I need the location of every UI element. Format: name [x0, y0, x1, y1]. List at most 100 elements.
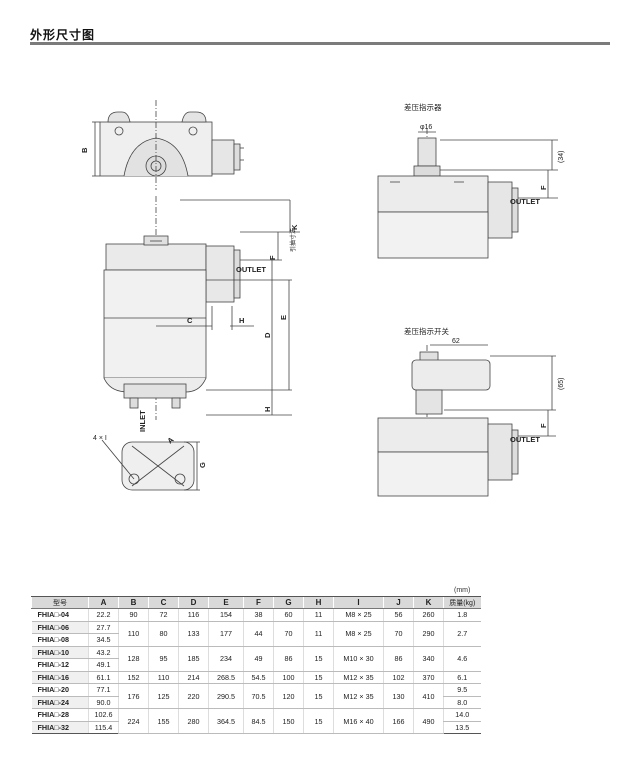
header-f: F — [243, 596, 274, 609]
table-row: FHIA□-12 49.1 — [31, 658, 481, 672]
label-bolt-i: 4 × I — [93, 435, 107, 442]
cell-j: 56 — [383, 608, 414, 622]
cell-c: 95 — [148, 646, 179, 672]
cell-f: 49 — [243, 646, 274, 672]
dimension-table: 型号 A B C D E F G H I J K 质量(kg) FHIA□-04… — [31, 596, 481, 734]
header-e: E — [208, 596, 244, 609]
cell-model: FHIA□-12 — [31, 658, 89, 672]
cell-h: 15 — [303, 671, 334, 684]
cell-mass: 2.7 — [443, 621, 481, 647]
cell-c: 72 — [148, 608, 179, 622]
table-row: FHIA□-28 102.6 224 155 280 364.5 84.5 15… — [31, 708, 481, 734]
cell-b: 110 — [118, 621, 149, 647]
cell-mass: 8.0 — [443, 696, 481, 709]
header-d: D — [178, 596, 209, 609]
cell-mass: 6.1 — [443, 671, 481, 684]
cell-b: 90 — [118, 608, 149, 622]
cell-a: 43.2 — [88, 646, 119, 659]
header-a: A — [88, 596, 119, 609]
cell-j: 102 — [383, 671, 414, 684]
cell-a: 61.1 — [88, 671, 119, 684]
cell-k: 260 — [413, 608, 444, 622]
label-k: K — [290, 224, 299, 230]
cell-b: 176 — [118, 683, 149, 709]
label-h-side: H — [239, 316, 244, 325]
cell-g: 60 — [273, 608, 304, 622]
page-title: 外形尺寸图 — [30, 28, 96, 42]
cell-d: 214 — [178, 671, 209, 684]
label-dim62: 62 — [452, 338, 460, 345]
cell-d: 220 — [178, 683, 209, 709]
cell-e: 177 — [208, 621, 244, 647]
cell-a: 115.4 — [88, 721, 119, 734]
cell-h: 11 — [303, 608, 334, 622]
cell-h: 11 — [303, 621, 334, 647]
cell-c: 110 — [148, 671, 179, 684]
cell-i: M8 × 25 — [333, 621, 384, 647]
cell-mass: 1.8 — [443, 608, 481, 622]
header-model: 型号 — [31, 596, 89, 609]
cell-d: 280 — [178, 708, 209, 734]
table-row: FHIA□-06 27.7 110 80 133 177 44 70 11 M8… — [31, 621, 481, 647]
label-f-indicator: F — [539, 185, 548, 190]
cell-g: 86 — [273, 646, 304, 672]
cell-a: 102.6 — [88, 708, 119, 722]
header-mass: 质量(kg) — [443, 596, 481, 609]
cell-g: 150 — [273, 708, 304, 734]
cell-mass: 13.5 — [443, 721, 481, 734]
cell-f: 38 — [243, 608, 274, 622]
dimension-drawings: B K F OUTLET E D C H H INLET G A F OUTLE… — [80, 100, 565, 497]
cell-i: M10 × 30 — [333, 646, 384, 672]
cell-a: 27.7 — [88, 621, 119, 634]
cell-a: 49.1 — [88, 658, 119, 672]
cell-e: 364.5 — [208, 708, 244, 734]
cell-h: 15 — [303, 683, 334, 709]
front-view — [103, 196, 300, 420]
table-row: FHIA□-04 22.2 90 72 116 154 38 60 11 M8 … — [31, 608, 481, 622]
table-row: FHIA□-32 115.4 13.5 — [31, 721, 481, 734]
indicator-view — [377, 128, 558, 259]
cell-k: 340 — [413, 646, 444, 672]
header-c: C — [148, 596, 179, 609]
table-row: FHIA□-20 77.1 176 125 220 290.5 70.5 120… — [31, 683, 481, 709]
label-outlet: OUTLET — [236, 265, 266, 274]
label-h-bottom: H — [263, 407, 272, 412]
top-view — [92, 100, 244, 190]
cell-a: 77.1 — [88, 683, 119, 697]
cell-model: FHIA□-10 — [31, 646, 89, 659]
cell-model: FHIA□-04 — [31, 608, 89, 622]
label-e: E — [279, 315, 288, 320]
cell-e: 154 — [208, 608, 244, 622]
cell-j: 86 — [383, 646, 414, 672]
cell-i: M12 × 35 — [333, 671, 384, 684]
cell-a: 34.5 — [88, 633, 119, 647]
label-b: B — [80, 147, 89, 153]
cell-model: FHIA□-20 — [31, 683, 89, 697]
cell-k: 290 — [413, 621, 444, 647]
cell-d: 185 — [178, 646, 209, 672]
cell-mass: 9.5 — [443, 683, 481, 697]
cell-model: FHIA□-08 — [31, 633, 89, 647]
cell-model: FHIA□-06 — [31, 621, 89, 634]
label-dim34: (34) — [558, 151, 565, 163]
label-d: D — [263, 332, 272, 338]
label-dim65: (65) — [558, 378, 565, 390]
label-f: F — [268, 255, 277, 260]
table-row: FHIA□-08 34.5 — [31, 633, 481, 647]
header-g: G — [273, 596, 304, 609]
cell-i: M8 × 25 — [333, 608, 384, 622]
indicator-title: 差压指示器 — [404, 102, 442, 112]
cell-d: 133 — [178, 621, 209, 647]
label-c: C — [187, 316, 193, 325]
cell-k: 410 — [413, 683, 444, 709]
cell-h: 15 — [303, 646, 334, 672]
cell-model: FHIA□-28 — [31, 708, 89, 722]
cell-c: 155 — [148, 708, 179, 734]
cell-b: 224 — [118, 708, 149, 734]
cell-i: M12 × 35 — [333, 683, 384, 709]
header-j: J — [383, 596, 414, 609]
label-inlet: INLET — [138, 410, 147, 432]
cell-model: FHIA□-32 — [31, 721, 89, 734]
cell-mass: 14.0 — [443, 708, 481, 722]
table-row: FHIA□-16 61.1 152 110 214 268.5 54.5 100… — [31, 671, 481, 684]
